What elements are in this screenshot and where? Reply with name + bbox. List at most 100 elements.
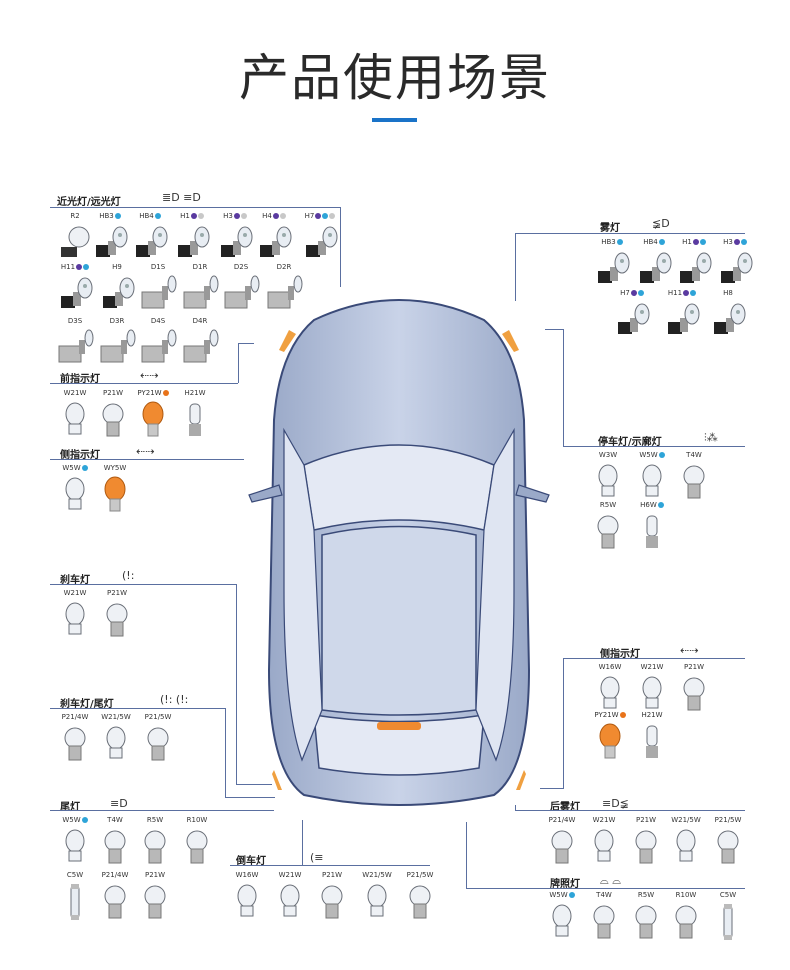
headlight-title: 近光灯/远光灯 <box>57 197 121 208</box>
connector-line <box>563 329 564 446</box>
bulb-icon <box>180 328 220 368</box>
bulb-icon <box>674 249 714 289</box>
bulb-icon <box>180 274 220 314</box>
bulb-label: P21W <box>683 663 705 671</box>
bulb-label: PY21W <box>131 388 175 398</box>
indicator-dot <box>658 452 665 458</box>
bulb-item: D3S <box>53 316 97 368</box>
bulb-item: W21W <box>630 662 674 714</box>
bulb-icon <box>175 400 215 440</box>
bulb-item: D1R <box>178 262 222 314</box>
connector-line <box>230 865 430 866</box>
plate-light-icon: ⌓ ⌓ <box>600 874 621 887</box>
bulb-label: H6W <box>630 500 674 510</box>
connector-line <box>545 329 563 330</box>
bulb-icon <box>95 882 135 922</box>
bulb-icon <box>254 223 294 263</box>
bulb-item: W21/5W <box>664 815 708 867</box>
bulb-label: H3 <box>713 237 757 247</box>
tail-light-icon: ≡D <box>110 797 128 810</box>
indicator-dot <box>154 213 161 219</box>
bulb-label: W5W <box>53 463 97 473</box>
brake-tail-title: 刹车灯/尾灯 <box>60 699 114 710</box>
bulb-item: H6W <box>630 500 674 552</box>
bulb-icon <box>708 827 748 867</box>
bulb-icon <box>96 724 136 764</box>
bulb-icon <box>584 827 624 867</box>
connector-line <box>515 810 745 811</box>
connector-line <box>225 797 275 798</box>
bulb-item: R5W <box>586 500 630 552</box>
bulb-label: W5W <box>53 815 97 825</box>
side-indicator-left-title: 侧指示灯 <box>60 450 100 461</box>
bulb-icon <box>300 223 340 263</box>
indicator-dot <box>637 290 644 296</box>
bulb-label: W3W <box>598 451 618 459</box>
bulb-label: P21/4W <box>548 816 576 824</box>
fog-light-icon: ≨D <box>652 217 670 230</box>
bulb-icon <box>177 827 217 867</box>
bulb-label: P21W <box>106 589 128 597</box>
bulb-label: W21/5W <box>101 713 131 721</box>
parking-light-icon: ⫶⁂ <box>704 431 718 444</box>
bulb-item: W21W <box>53 588 97 640</box>
connector-line <box>225 708 226 798</box>
bulb-icon <box>221 274 261 314</box>
indicator-dot <box>568 892 575 898</box>
brake-light-icon: (!: <box>122 569 135 582</box>
indicator-dot <box>616 239 623 245</box>
connector-line <box>50 383 238 384</box>
arrows-icon: ⇠⇢ <box>136 445 155 458</box>
connector-line <box>466 822 467 888</box>
bulb-item: PY21W <box>588 710 632 762</box>
bulb-icon <box>400 882 440 922</box>
bulb-icon <box>632 722 672 762</box>
bulb-label: D1R <box>192 263 208 271</box>
bulb-label: W21W <box>278 871 302 879</box>
indicator-dot <box>162 390 169 396</box>
bulb-item: D3R <box>95 316 139 368</box>
reverse-title: 倒车灯 <box>236 856 266 867</box>
bulb-item: W5W <box>53 815 97 867</box>
bulb-label: HB3 <box>590 237 634 247</box>
bulb-label: P21/4W <box>101 871 129 879</box>
bulb-item: W5W <box>630 450 674 502</box>
bulb-icon <box>95 475 135 515</box>
indicator-dot <box>630 290 637 296</box>
bulb-label: C5W <box>719 891 737 899</box>
bulb-label: HB3 <box>88 211 132 221</box>
connector-line <box>236 584 237 784</box>
bulb-item: T4W <box>672 450 716 502</box>
bulb-icon <box>135 827 175 867</box>
bulb-item: D2S <box>219 262 263 314</box>
bulb-label: D4S <box>150 317 166 325</box>
bulb-item: H7 <box>298 211 342 263</box>
bulb-item: P21/4W <box>540 815 584 867</box>
indicator-dot <box>81 465 88 471</box>
bulb-icon <box>590 722 630 762</box>
bulb-icon <box>97 274 137 314</box>
bulb-icon <box>674 674 714 714</box>
bulb-item: D1S <box>136 262 180 314</box>
bulb-icon <box>626 827 666 867</box>
bulb-label: R10W <box>186 816 208 824</box>
bulb-icon <box>138 274 178 314</box>
bulb-item: P21/4W <box>93 870 137 922</box>
bulb-label: W16W <box>235 871 259 879</box>
bulb-label: P21W <box>102 389 124 397</box>
bulb-item: C5W <box>53 870 97 922</box>
arrows-icon: ⇠⇢ <box>140 369 159 382</box>
bulb-label: W21/5W <box>671 816 701 824</box>
bulb-item: W21W <box>53 388 97 440</box>
bulb-label: H21W <box>184 389 206 397</box>
bulb-icon <box>312 882 352 922</box>
bulb-item: PY21W <box>131 388 175 440</box>
bulb-icon <box>93 400 133 440</box>
bulb-label: P21/5W <box>144 713 172 721</box>
connector-line <box>50 584 236 585</box>
bulb-label: D4R <box>192 317 208 325</box>
bulb-icon <box>95 827 135 867</box>
bulb-label: H9 <box>112 263 122 271</box>
bulb-icon <box>584 902 624 942</box>
bulb-icon <box>133 400 173 440</box>
